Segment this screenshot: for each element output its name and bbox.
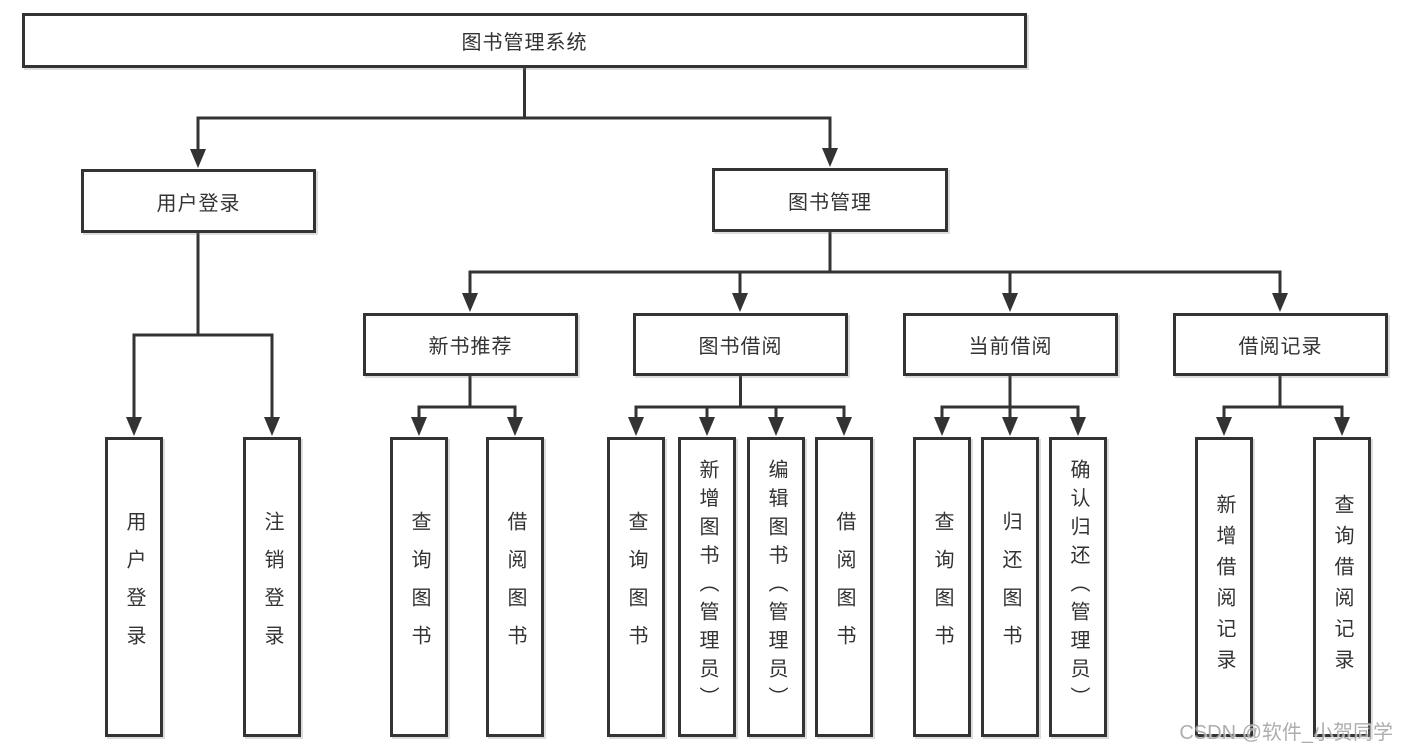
leaf-query-books-borrow: 查询图书 xyxy=(607,437,665,737)
leaf-user-login: 用户登录 xyxy=(105,437,163,737)
node-new-book-recommend: 新书推荐 xyxy=(363,313,578,376)
node-book-management: 图书管理 xyxy=(712,168,948,232)
node-label: 图书借阅 xyxy=(698,336,783,358)
leaf-confirm-return-admin: 确认归还（管理员） xyxy=(1049,437,1107,737)
leaf-label: 查询图书 xyxy=(931,511,953,663)
node-user-login: 用户登录 xyxy=(81,169,316,233)
leaf-query-books-current: 查询图书 xyxy=(913,437,971,737)
leaf-label: 查询图书 xyxy=(625,511,647,663)
leaf-label: 注销登录 xyxy=(261,511,283,663)
leaf-query-books-recommend: 查询图书 xyxy=(390,437,448,737)
leaf-query-borrow-record: 查询借阅记录 xyxy=(1313,437,1371,737)
leaf-label: 确认归还（管理员） xyxy=(1067,459,1089,715)
leaf-label: 用户登录 xyxy=(123,511,145,663)
node-current-borrow: 当前借阅 xyxy=(903,313,1118,376)
leaf-add-books-admin: 新增图书（管理员） xyxy=(678,437,736,737)
node-label: 图书管理 xyxy=(788,191,872,214)
leaf-logout: 注销登录 xyxy=(243,437,301,737)
leaf-label: 归还图书 xyxy=(999,511,1021,663)
node-label: 图书管理系统 xyxy=(461,32,588,54)
csdn-watermark: CSDN @软件_小贺同学 xyxy=(1179,722,1393,744)
leaf-label: 查询借阅记录 xyxy=(1331,494,1353,680)
leaf-label: 编辑图书（管理员） xyxy=(765,459,787,715)
node-borrow-records: 借阅记录 xyxy=(1173,313,1388,376)
leaf-label: 新增借阅记录 xyxy=(1213,494,1235,680)
leaf-edit-books-admin: 编辑图书（管理员） xyxy=(747,437,805,737)
leaf-label: 借阅图书 xyxy=(504,511,526,663)
leaf-borrow-books: 借阅图书 xyxy=(815,437,873,737)
node-library-management-system: 图书管理系统 xyxy=(22,13,1027,68)
leaf-borrow-books-recommend: 借阅图书 xyxy=(486,437,544,737)
node-label: 借阅记录 xyxy=(1238,336,1323,358)
leaf-add-borrow-record: 新增借阅记录 xyxy=(1195,437,1253,737)
leaf-label: 查询图书 xyxy=(408,511,430,663)
leaf-label: 新增图书（管理员） xyxy=(696,459,718,715)
node-label: 新书推荐 xyxy=(428,336,513,358)
node-book-borrow: 图书借阅 xyxy=(633,313,848,376)
node-label: 当前借阅 xyxy=(968,336,1053,358)
node-label: 用户登录 xyxy=(156,192,241,215)
leaf-label: 借阅图书 xyxy=(833,511,855,663)
leaf-return-books: 归还图书 xyxy=(981,437,1039,737)
